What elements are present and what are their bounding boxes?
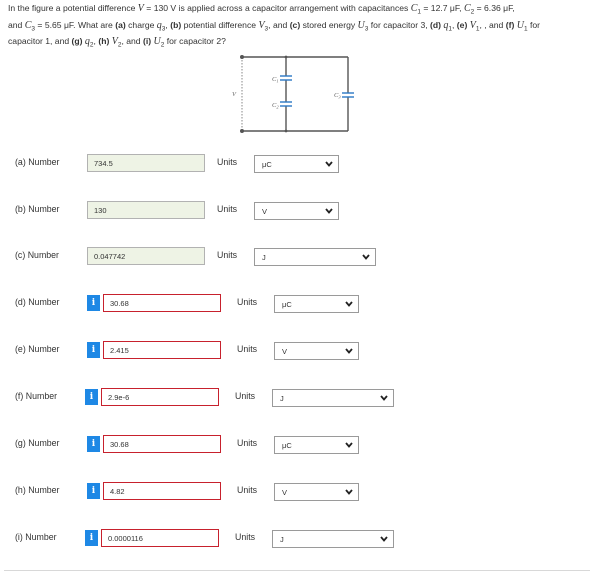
units-label: Units — [237, 438, 258, 448]
units-select-value: J — [280, 534, 284, 544]
units-select-value: J — [262, 252, 266, 262]
circuit-label-c2: C2 — [272, 102, 279, 110]
circuit-label-c3: C3 — [334, 92, 341, 100]
number-input[interactable]: 2.9e-6 — [101, 388, 219, 406]
units-label: Units — [217, 157, 238, 167]
chevron-down-icon — [324, 159, 334, 171]
row-label: (i) Number — [15, 532, 57, 542]
units-select[interactable]: V — [254, 202, 339, 220]
units-select[interactable]: V — [274, 483, 359, 501]
units-select[interactable]: J — [272, 389, 394, 407]
units-select-value: μC — [282, 299, 292, 309]
chevron-down-icon — [344, 299, 354, 311]
units-select[interactable]: μC — [254, 155, 339, 173]
row-label: (a) Number — [15, 157, 60, 167]
row-label: (h) Number — [15, 485, 60, 495]
units-label: Units — [237, 297, 258, 307]
number-input[interactable]: 4.82 — [103, 482, 221, 500]
info-icon[interactable]: i — [87, 342, 100, 358]
units-select-value: V — [262, 206, 268, 216]
chevron-down-icon — [324, 206, 334, 218]
info-icon[interactable]: i — [87, 483, 100, 499]
units-label: Units — [237, 344, 258, 354]
units-select[interactable]: J — [272, 530, 394, 548]
number-input[interactable]: 130 — [87, 201, 205, 219]
units-label: Units — [217, 250, 238, 260]
units-select-value: V — [282, 487, 288, 497]
units-label: Units — [217, 204, 238, 214]
row-label: (b) Number — [15, 204, 60, 214]
units-label: Units — [235, 391, 256, 401]
units-select[interactable]: V — [274, 342, 359, 360]
units-select-value: μC — [262, 159, 272, 169]
number-input[interactable]: 30.68 — [103, 294, 221, 312]
circuit-label-c1: C1 — [272, 76, 279, 84]
units-label: Units — [237, 485, 258, 495]
chevron-down-icon — [379, 393, 389, 405]
row-label: (d) Number — [15, 297, 60, 307]
chevron-down-icon — [379, 534, 389, 546]
units-select-value: J — [280, 393, 284, 403]
number-input[interactable]: 0.047742 — [87, 247, 205, 265]
info-icon[interactable]: i — [87, 436, 100, 452]
row-label: (c) Number — [15, 250, 59, 260]
chevron-down-icon — [344, 487, 354, 499]
row-label: (f) Number — [15, 391, 58, 401]
number-input[interactable]: 734.5 — [87, 154, 205, 172]
circuit-label-v: V — [232, 91, 237, 98]
units-label: Units — [235, 532, 256, 542]
circuit-diagram: V C1 C2 C3 — [232, 55, 354, 133]
row-label: (e) Number — [15, 344, 60, 354]
number-input[interactable]: 2.415 — [103, 341, 221, 359]
units-select[interactable]: μC — [274, 436, 359, 454]
number-input[interactable]: 30.68 — [103, 435, 221, 453]
bottom-divider — [4, 570, 590, 571]
units-select[interactable]: J — [254, 248, 376, 266]
chevron-down-icon — [361, 252, 371, 264]
info-icon[interactable]: i — [85, 389, 98, 405]
info-icon[interactable]: i — [87, 295, 100, 311]
row-label: (g) Number — [15, 438, 60, 448]
chevron-down-icon — [344, 346, 354, 358]
number-input[interactable]: 0.0000116 — [101, 529, 219, 547]
units-select[interactable]: μC — [274, 295, 359, 313]
problem-statement: In the figure a potential difference V =… — [8, 3, 540, 50]
units-select-value: μC — [282, 440, 292, 450]
info-icon[interactable]: i — [85, 530, 98, 546]
units-select-value: V — [282, 346, 288, 356]
chevron-down-icon — [344, 440, 354, 452]
